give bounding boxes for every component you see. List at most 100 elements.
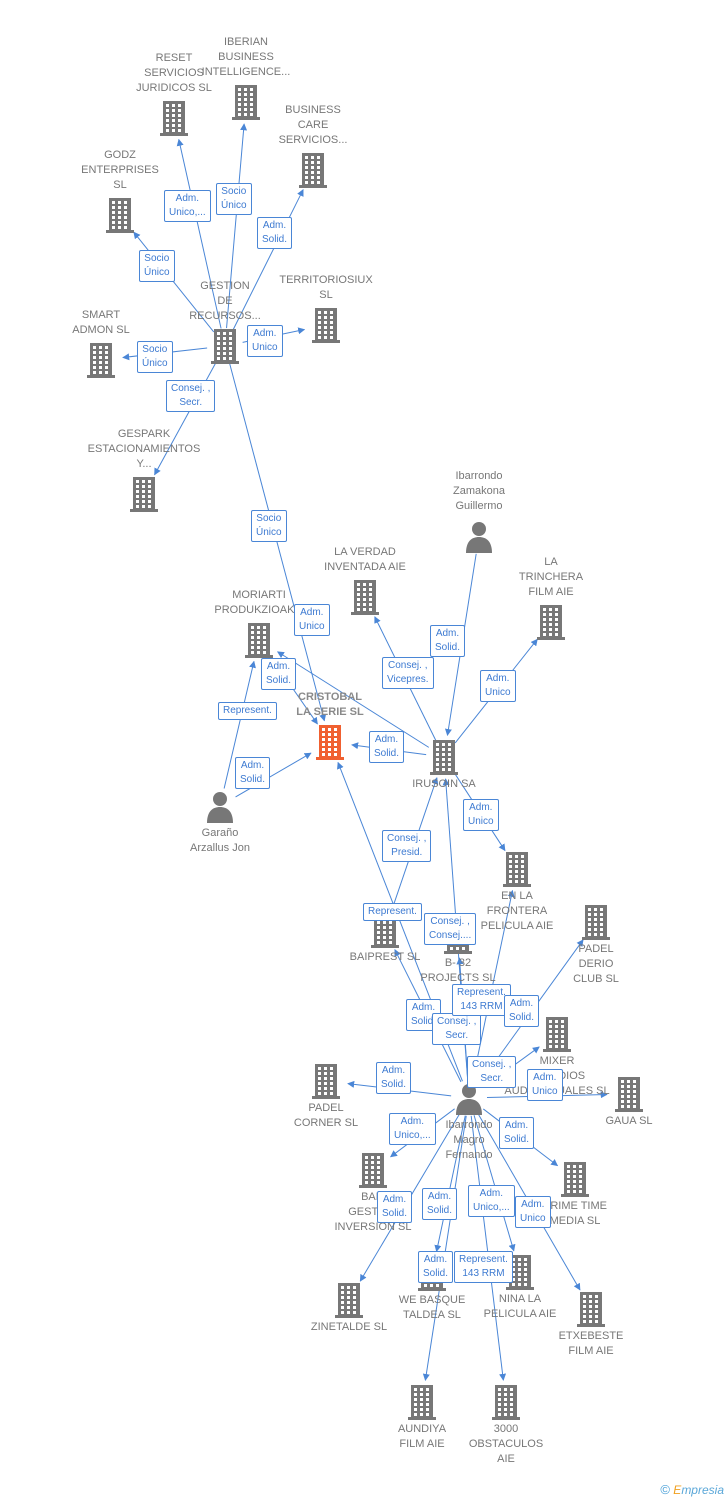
building-icon — [130, 477, 158, 512]
edge-label[interactable]: Adm. Unico — [515, 1196, 551, 1228]
edge-label[interactable]: Adm. Unico — [480, 670, 516, 702]
node-label[interactable]: AUNDIYA FILM AIE — [397, 1423, 447, 1450]
building-icon — [312, 1064, 340, 1099]
node-label[interactable]: EN LA FRONTERA PELICULA AIE — [480, 890, 554, 932]
edge-label[interactable]: Adm. Unico — [247, 325, 283, 357]
edge-label[interactable]: Adm. Unico,... — [164, 190, 211, 222]
edge-label[interactable]: Socio Único — [251, 510, 287, 542]
edge-label[interactable]: Consej. , Secr. — [432, 1013, 482, 1045]
edge-label[interactable]: Adm. Solid. — [504, 995, 540, 1027]
edge-gestion-godz — [133, 231, 215, 333]
building-icon — [359, 1153, 387, 1188]
node-label[interactable]: IBERIAN BUSINESS INTELLIGENCE... — [201, 36, 291, 78]
edge-label[interactable]: Represent. 143 RRM — [454, 1251, 513, 1283]
node-label[interactable]: PADEL DERIO CLUB SL — [573, 943, 619, 985]
edge-label[interactable]: Consej. , Secr. — [166, 380, 216, 412]
edge-garano-moriarti — [223, 660, 256, 789]
node-label[interactable]: RESET SERVICIOS JURIDICOS SL — [136, 52, 212, 94]
edge-label[interactable]: Socio Único — [139, 250, 175, 282]
building-icon — [106, 198, 134, 233]
building-icon — [577, 1292, 605, 1327]
building-icon — [316, 725, 344, 760]
building-icon — [232, 85, 260, 120]
building-icon — [582, 905, 610, 940]
node-label[interactable]: MORIARTI PRODUKZIOAK... — [214, 589, 304, 616]
building-icon — [430, 740, 458, 775]
node-label[interactable]: TERRITORIOSIUX SL — [279, 274, 373, 301]
node-label[interactable]: BAIPREST SL — [349, 951, 421, 963]
edge-label[interactable]: Adm. Unico — [463, 799, 499, 831]
edge-label[interactable]: Adm. Solid. — [422, 1188, 458, 1220]
copyright-symbol: © — [660, 1482, 670, 1497]
node-label[interactable]: LA VERDAD INVENTADA AIE — [324, 546, 406, 573]
brand-rest: mpresia — [681, 1483, 724, 1497]
building-icon — [408, 1385, 436, 1420]
node-label[interactable]: B- 32 PROJECTS SL — [420, 957, 496, 984]
edge-label[interactable]: Represent. — [218, 702, 277, 720]
building-icon — [312, 308, 340, 343]
node-label[interactable]: ETXEBESTE FILM AIE — [558, 1330, 624, 1357]
edge-label[interactable]: Adm. Solid. — [257, 217, 293, 249]
edge-label[interactable]: Adm. Solid. — [376, 1062, 412, 1094]
edge-label[interactable]: Adm. Unico,... — [389, 1113, 436, 1145]
node-label[interactable]: NINA LA PELICULA AIE — [483, 1293, 557, 1320]
edge-label[interactable]: Adm. Solid. — [418, 1251, 454, 1283]
node-label[interactable]: ZINETALDE SL — [310, 1321, 388, 1333]
edge-label[interactable]: Consej. , Consej.... — [424, 913, 477, 945]
edge-label[interactable]: Adm. Unico — [527, 1069, 563, 1101]
brand-initial: E — [673, 1483, 682, 1497]
node-label[interactable]: WE BASQUE TALDEA SL — [398, 1294, 466, 1321]
node-label[interactable]: IRUSOIN SA — [412, 778, 476, 790]
edge-label[interactable]: Adm. Unico,... — [468, 1185, 515, 1217]
node-label[interactable]: 3000 OBSTACULOS AIE — [468, 1423, 544, 1465]
node-label[interactable]: GESPARK ESTACIONAMIENTOS Y... — [87, 428, 201, 470]
node-label[interactable]: Garaño Arzallus Jon — [190, 827, 250, 854]
edge-label[interactable]: Adm. Unico — [294, 604, 330, 636]
edge-label[interactable]: Socio Único — [137, 341, 173, 373]
brand-logo: Empresia — [673, 1483, 724, 1497]
node-label[interactable]: BUSINESS CARE SERVICIOS... — [278, 104, 348, 146]
building-icon — [211, 329, 239, 364]
edge-label[interactable]: Adm. Solid. — [369, 731, 405, 763]
building-icon — [245, 623, 273, 658]
edge-label[interactable]: Consej. , Vicepres. — [382, 657, 434, 689]
edge-ibarrondoM-webasque — [434, 1115, 466, 1253]
person-icon — [466, 522, 492, 553]
node-label[interactable]: GAUA SL — [605, 1115, 653, 1127]
building-icon — [537, 605, 565, 640]
building-icon — [543, 1017, 571, 1052]
edge-label[interactable]: Consej. , Secr. — [467, 1056, 517, 1088]
node-label[interactable]: Ibarrondo Zamakona Guillermo — [453, 470, 505, 512]
node-label[interactable]: GESTION DE RECURSOS... — [189, 280, 261, 322]
edge-label[interactable]: Adm. Solid. — [377, 1191, 413, 1223]
edge-gestion-reset — [176, 138, 222, 329]
node-label[interactable]: PRIME TIME MEDIA SL — [543, 1200, 607, 1227]
edge-label[interactable]: Adm. Solid. — [261, 658, 297, 690]
edge-label[interactable]: Socio Único — [216, 183, 252, 215]
node-label[interactable]: SMART ADMON SL — [72, 309, 130, 336]
building-icon — [160, 101, 188, 136]
building-icon — [503, 852, 531, 887]
building-icon — [506, 1255, 534, 1290]
edge-gestion-iberian — [226, 123, 248, 329]
footer-brand: © Empresia — [660, 1482, 724, 1497]
building-icon — [87, 343, 115, 378]
node-label[interactable]: PADEL CORNER SL — [293, 1102, 359, 1129]
building-icon — [351, 580, 379, 615]
person-icon — [207, 792, 233, 823]
edge-label[interactable]: Adm. Solid. — [430, 625, 466, 657]
edge-gestion-business — [232, 189, 304, 331]
edge-label[interactable]: Represent. — [363, 903, 422, 921]
node-label[interactable]: LA TRINCHERA FILM AIE — [518, 556, 584, 598]
edge-label[interactable]: Adm. Solid. — [499, 1117, 535, 1149]
node-label[interactable]: Ibarrondo Magro Fernando — [445, 1119, 493, 1161]
building-icon — [335, 1283, 363, 1318]
building-icon — [492, 1385, 520, 1420]
edge-label[interactable]: Adm. Solid. — [235, 757, 271, 789]
edge-label[interactable]: Consej. , Presid. — [382, 830, 432, 862]
edge-garano-cristobal — [235, 752, 312, 798]
edge-label[interactable]: Represent. 143 RRM — [452, 984, 511, 1016]
building-icon — [615, 1077, 643, 1112]
node-label[interactable]: CRISTOBAL LA SERIE SL — [296, 691, 364, 718]
node-label[interactable]: GODZ ENTERPRISES SL — [81, 149, 159, 191]
